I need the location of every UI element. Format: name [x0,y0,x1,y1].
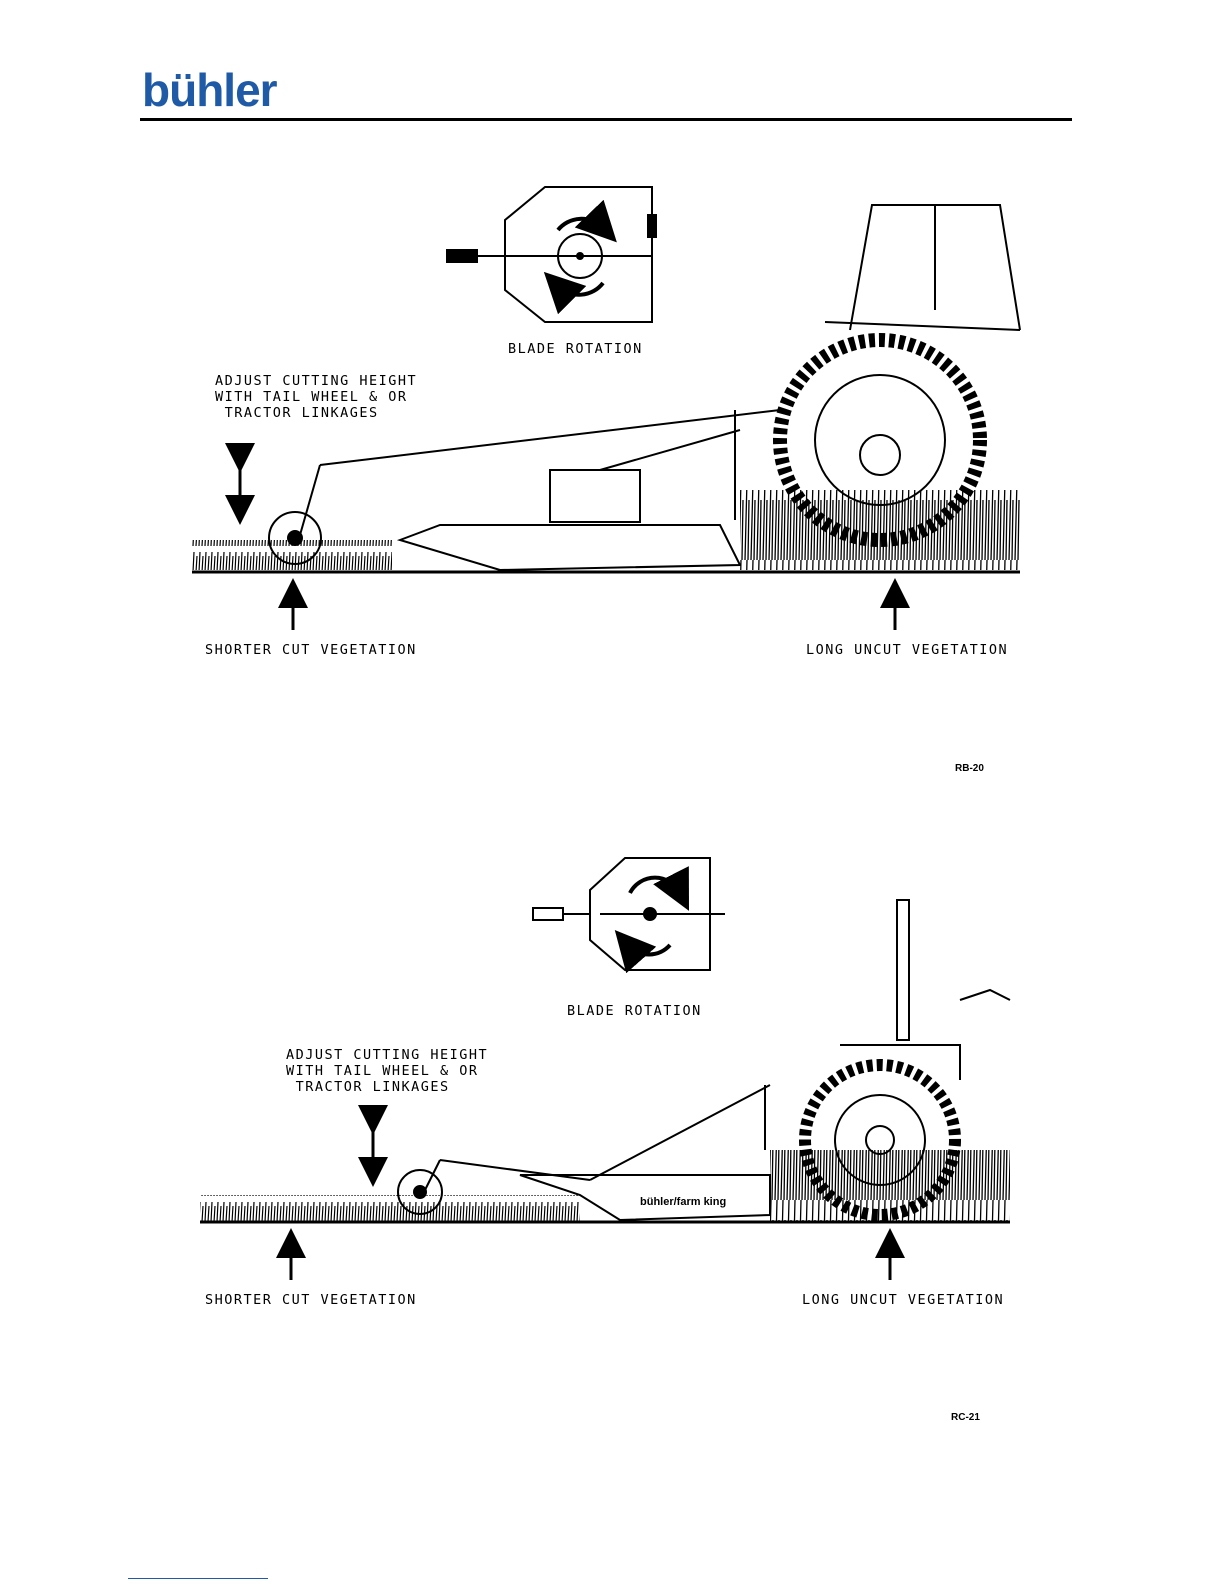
fig2-top-view [533,858,725,970]
fig1-blade-rotation-label: BLADE ROTATION [508,341,643,357]
fig1-adjust-label: ADJUST CUTTING HEIGHT WITH TAIL WHEEL & … [215,373,417,421]
fig1-short-grass [192,540,392,570]
fig2-right-label: LONG UNCUT VEGETATION [802,1292,1004,1308]
fig2-blade-rotation-label: BLADE ROTATION [567,1003,702,1019]
footer-link-line [128,1578,268,1579]
fig1-right-label: LONG UNCUT VEGETATION [806,642,1008,658]
fig1-code: RB-20 [955,763,984,774]
fig2-adjust-label: ADJUST CUTTING HEIGHT WITH TAIL WHEEL & … [286,1047,488,1095]
fig2-short-grass [200,1195,580,1221]
fig1-left-label: SHORTER CUT VEGETATION [205,642,417,658]
fig2-left-label: SHORTER CUT VEGETATION [205,1292,417,1308]
fig2-deck-logo: bühler/farm king [640,1196,726,1208]
fig1-long-grass [740,490,1020,570]
fig1-top-view [447,187,656,322]
fig2-code: RC-21 [951,1412,980,1423]
fig2-long-grass [770,1150,1010,1222]
